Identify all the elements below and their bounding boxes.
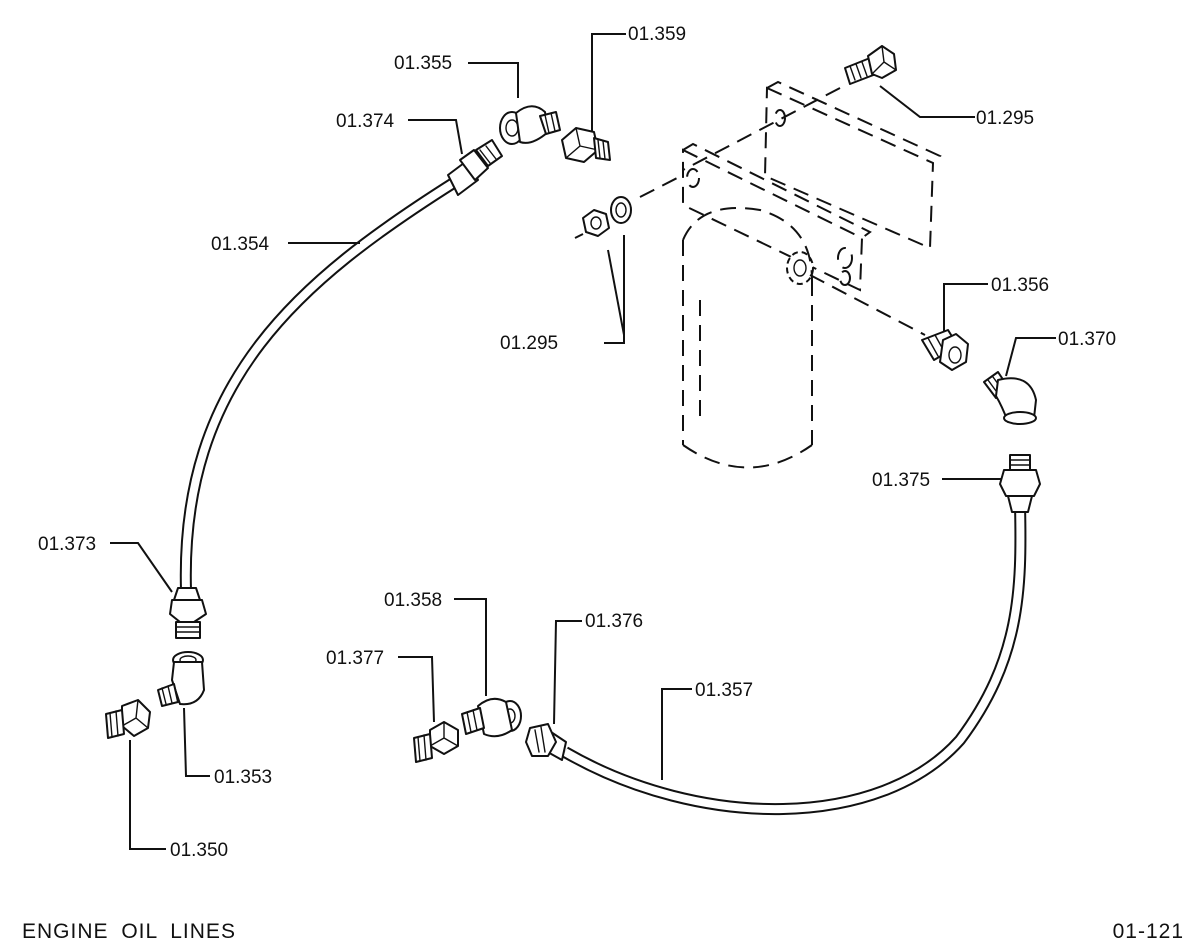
label-01-358: 01.358 xyxy=(384,590,442,611)
label-01-373: 01.373 xyxy=(38,534,96,555)
label-01-375: 01.375 xyxy=(872,470,930,491)
label-01-377: 01.377 xyxy=(326,648,384,669)
plug-01-359 xyxy=(561,127,611,163)
callout-labels: 01.359 01.355 01.374 01.295 01.354 01.29… xyxy=(38,24,1116,861)
label-01-356: 01.356 xyxy=(991,275,1049,296)
label-01-357: 01.357 xyxy=(695,680,753,701)
label-01-353: 01.353 xyxy=(214,767,272,788)
label-01-355: 01.355 xyxy=(394,53,452,74)
label-01-295-bolt: 01.295 xyxy=(976,108,1034,129)
label-01-354: 01.354 xyxy=(211,234,270,255)
fitting-01-356 xyxy=(921,329,969,371)
bolt-01-295 xyxy=(844,45,897,85)
page-number: 01-121 xyxy=(1112,920,1184,943)
label-01-376: 01.376 xyxy=(585,611,643,632)
leader-lines xyxy=(110,33,1056,850)
label-01-295-nut: 01.295 xyxy=(500,333,558,354)
elbow-01-370 xyxy=(983,371,1037,425)
nut-and-washer-01-295 xyxy=(574,196,632,239)
elbow-01-353 xyxy=(157,651,205,707)
elbow-01-355 xyxy=(499,105,561,145)
label-01-370: 01.370 xyxy=(1058,329,1116,350)
label-01-350: 01.350 xyxy=(170,840,228,861)
elbow-01-358 xyxy=(461,697,522,738)
diagram-title: ENGINE OIL LINES xyxy=(22,920,236,943)
label-01-359: 01.359 xyxy=(628,24,686,45)
hose-01-354 xyxy=(169,139,503,639)
hose-01-357 xyxy=(525,454,1041,815)
oil-filter-assembly xyxy=(682,80,942,469)
label-01-374: 01.374 xyxy=(336,111,395,132)
plug-01-377 xyxy=(413,721,459,763)
plug-01-350 xyxy=(105,699,151,739)
